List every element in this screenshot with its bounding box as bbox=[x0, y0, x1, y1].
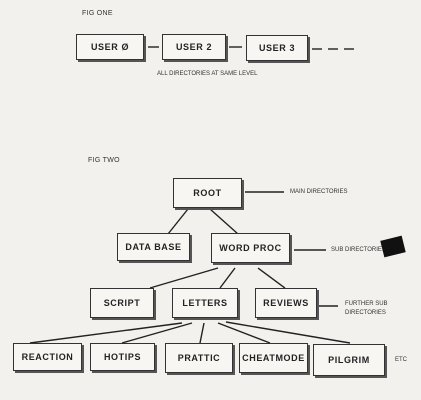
further-sub-note-line1: FURTHER SUB bbox=[345, 301, 388, 307]
letters-box: LETTERS bbox=[172, 288, 238, 318]
fig-one-caption: ALL DIRECTORIES AT SAME LEVEL bbox=[157, 71, 258, 77]
main-directories-note: MAIN DIRECTORIES bbox=[290, 189, 348, 195]
root-box: ROOT bbox=[173, 178, 242, 208]
user-3-box: USER 3 bbox=[246, 35, 308, 61]
user-0-box: USER Ø bbox=[76, 34, 144, 60]
reviews-box: REVIEWS bbox=[255, 288, 317, 318]
pilgrim-box: PILGRIM bbox=[313, 344, 385, 376]
further-sub-note-line2: DIRECTORIES bbox=[345, 310, 386, 316]
script-box: SCRIPT bbox=[90, 288, 154, 318]
cheatmode-box: CHEATMODE bbox=[239, 343, 308, 373]
data-base-box: DATA BASE bbox=[117, 233, 190, 261]
etc-note: ETC bbox=[395, 357, 407, 363]
word-proc-box: WORD PROC bbox=[211, 233, 290, 263]
hotips-box: HOTIPS bbox=[90, 343, 155, 371]
reaction-box: REACTION bbox=[13, 343, 82, 371]
prattic-box: PRATTIC bbox=[165, 343, 233, 373]
fig-one-label: FIG ONE bbox=[82, 10, 113, 17]
user-2-box: USER 2 bbox=[162, 34, 226, 60]
fig-two-label: FIG TWO bbox=[88, 157, 120, 164]
sub-directories-note: SUB DIRECTORIES bbox=[331, 247, 386, 253]
